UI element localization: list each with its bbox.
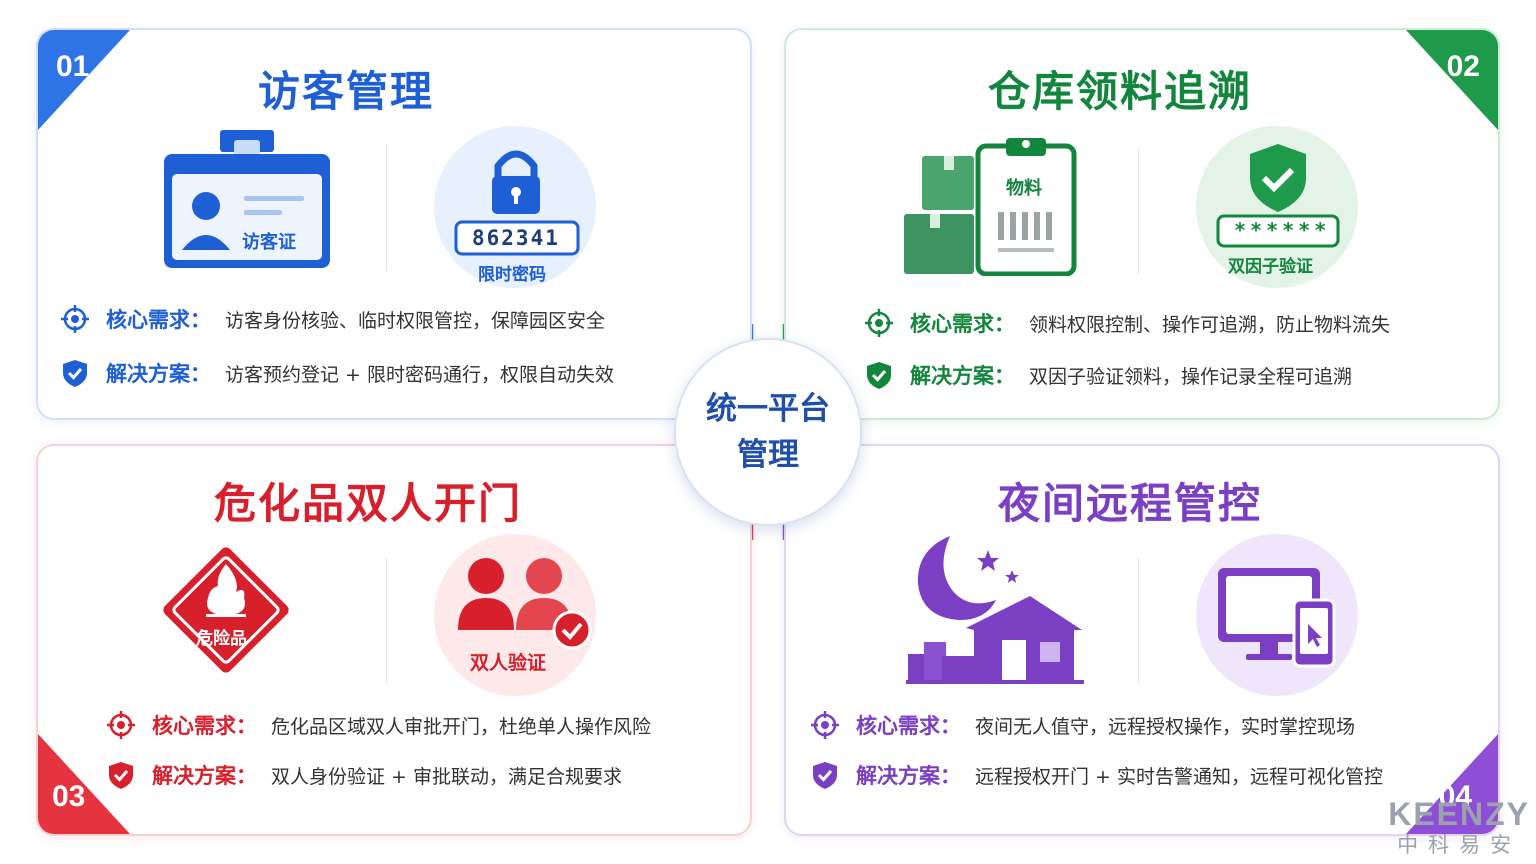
shield-check-icon [63, 360, 87, 387]
id-card-icon [164, 130, 330, 268]
material-illustration: 物料 [900, 134, 1080, 277]
dual-verify-illustration: 双人验证 [456, 556, 596, 686]
need-label: 核心需求： [152, 714, 257, 738]
solution-label: 解决方案： [106, 362, 211, 386]
shield-check-icon [109, 762, 133, 789]
panel-night-remote-control: 04 夜间远程管控 [784, 444, 1500, 836]
need-text: 访客身份核验、临时权限管控，保障园区安全 [225, 309, 606, 332]
solution-row: 解决方案： 双因子验证领料，操作记录全程可追溯 [864, 360, 1352, 390]
solution-label: 解决方案： [152, 764, 257, 788]
corner-badge: 02 [1398, 30, 1498, 130]
need-text: 危化品区域双人审批开门，杜绝单人操作风险 [271, 715, 652, 738]
password-code: 862341 [472, 226, 560, 250]
solution-label: 解决方案： [856, 764, 961, 788]
panel-title: 夜间远程管控 [998, 479, 1263, 528]
two-factor-code: ****** [1234, 218, 1331, 242]
need-row: 核心需求： 访客身份核验、临时权限管控，保障园区安全 [60, 304, 605, 334]
corner-badge: 04 [1398, 734, 1498, 834]
panel-number: 04 [1438, 780, 1472, 813]
shield-check-icon [813, 762, 837, 789]
panel-number: 02 [1446, 50, 1480, 83]
solution-text: 双因子验证领料，操作记录全程可追溯 [1029, 365, 1353, 388]
target-icon [811, 711, 839, 739]
time-password-illustration: 862341 限时密码 [452, 142, 582, 285]
monitor-phone-icon [1218, 568, 1336, 668]
brand-name: KEENZY [1388, 796, 1530, 832]
panel-title: 仓库领料追溯 [988, 67, 1253, 116]
visitor-badge-illustration: 访客证 [162, 130, 332, 270]
two-factor-label: 双因子验证 [1228, 257, 1313, 277]
hazmat-illustration: 危险品 [150, 534, 302, 686]
two-factor-illustration: ****** 双因子验证 [1212, 142, 1344, 277]
need-label: 核心需求： [106, 308, 211, 332]
solution-row: 解决方案： 双人身份验证 + 审批联动，满足合规要求 [106, 760, 622, 790]
panel-title: 危化品双人开门 [214, 479, 523, 528]
solution-text: 访客预约登记 + 限时密码通行，权限自动失效 [225, 363, 615, 386]
panel-title: 访客管理 [258, 67, 435, 116]
remote-device-illustration [1216, 566, 1340, 670]
divider [1138, 148, 1139, 274]
need-row: 核心需求： 夜间无人值守，远程授权操作，实时掌控现场 [810, 710, 1355, 740]
panel-warehouse-trace: 02 仓库领料追溯 物料 ****** 双因子验证 [784, 28, 1500, 420]
night-house-illustration [906, 530, 1086, 686]
hub-line-1: 统一平台 [706, 391, 830, 427]
need-row: 核心需求： 领料权限控制、操作可追溯，防止物料流失 [864, 308, 1390, 338]
need-text: 领料权限控制、操作可追溯，防止物料流失 [1029, 313, 1391, 336]
panel-number: 03 [52, 780, 86, 813]
central-hub: 统一平台 管理 [674, 338, 862, 526]
lock-icon [454, 150, 580, 256]
divider [1138, 558, 1139, 684]
brand-subtitle: 中科易安 [1397, 833, 1522, 857]
need-row: 核心需求： 危化品区域双人审批开门，杜绝单人操作风险 [106, 710, 651, 740]
moon-house-icon [906, 536, 1084, 684]
hazmat-label: 危险品 [196, 629, 247, 649]
divider [386, 144, 387, 270]
material-label: 物料 [1006, 178, 1042, 199]
panel-visitor-management: 01 访客管理 访客证 862341 限时密码 [36, 28, 752, 420]
corner-badge: 01 [38, 30, 138, 130]
need-label: 核心需求： [910, 312, 1015, 336]
divider [386, 558, 387, 684]
solution-row: 解决方案： 远程授权开门 + 实时告警通知，远程可视化管控 [810, 760, 1383, 790]
hub-line-2: 管理 [737, 437, 799, 473]
clipboard-icon [904, 138, 1077, 277]
need-label: 核心需求： [856, 714, 961, 738]
shield-check-icon [1216, 144, 1340, 248]
target-icon [61, 305, 89, 333]
need-text: 夜间无人值守，远程授权操作，实时掌控现场 [975, 715, 1356, 738]
two-people-icon [458, 558, 592, 650]
dual-verify-label: 双人验证 [470, 652, 547, 674]
panel-hazmat-dual-open: 03 危化品双人开门 危险品 双人验证 核心需求： 危化品区域双人 [36, 444, 752, 836]
brand-logo: KEENZY 中科易安 [1388, 796, 1530, 858]
panel-number: 01 [56, 50, 90, 83]
corner-badge: 03 [38, 734, 138, 834]
password-label: 限时密码 [478, 265, 546, 285]
solution-row: 解决方案： 访客预约登记 + 限时密码通行，权限自动失效 [60, 358, 614, 388]
fire-warning-icon [163, 547, 289, 673]
target-icon [865, 309, 893, 337]
target-icon [107, 711, 135, 739]
shield-check-icon [867, 362, 891, 389]
solution-text: 双人身份验证 + 审批联动，满足合规要求 [271, 765, 623, 788]
solution-label: 解决方案： [910, 364, 1015, 388]
solution-text: 远程授权开门 + 实时告警通知，远程可视化管控 [975, 765, 1384, 788]
visitor-badge-label: 访客证 [242, 232, 296, 253]
